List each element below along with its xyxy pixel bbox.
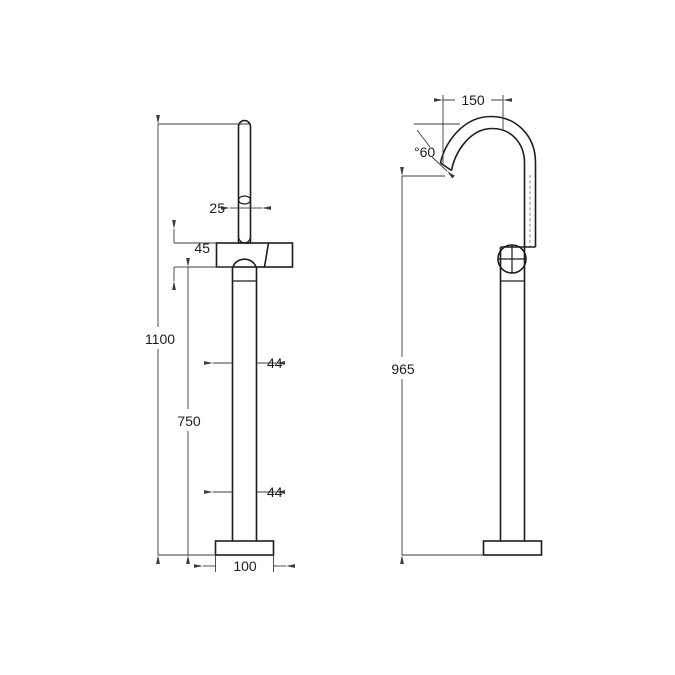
dimension-100: 100 [194,555,295,574]
leader-angle-upper [416,129,431,148]
valve-body-rect [215,242,294,268]
dimension-label-45: 45 [194,240,210,256]
gooseneck-spout [439,115,537,247]
dimension-label-150: 150 [461,92,485,108]
dimtext-bg-150 [455,89,491,109]
front-elevation-view: 1100 750 25 45 44 [140,115,295,574]
dimension-150: 150 [434,89,512,165]
riser-rod [237,119,252,244]
dimension-1100: 1100 [140,115,250,564]
dimension-label-60: °60 [414,144,435,160]
dimtext-bg-965 [386,357,420,379]
base-plate [214,540,275,556]
dimension-750: 750 [172,258,232,564]
column-dome-arc [232,258,257,268]
side-base-plate [482,540,543,556]
dimension-965: 965 [386,167,483,564]
side-main-column [482,247,543,556]
dimension-label-100: 100 [233,558,257,574]
side-valve-knob [497,244,536,274]
rod-joint-ellipse [237,195,252,205]
column-sides [231,267,258,541]
side-column-sides [499,247,526,541]
dimension-60-degrees: °60 [414,123,460,179]
lever-split-line [263,242,270,268]
side-elevation-view: 150 °60 965 [386,89,543,564]
dimtext-bg-750 [172,409,205,431]
rod-foot-arc [237,235,252,244]
dimension-label-25: 25 [209,200,225,216]
dimension-45: 45 [172,220,216,290]
dimension-label-1100: 1100 [145,331,175,347]
leader-angle-lower [431,156,455,179]
dimension-label-44-lower: 44 [267,484,283,500]
dimtext-bg-1100 [140,327,180,349]
main-column [214,267,275,556]
dimension-label-44-upper: 44 [267,355,283,371]
dimension-44-lower: 44 [204,484,285,500]
dimension-label-965: 965 [391,361,415,377]
dimension-25: 25 [209,200,271,216]
spout-outlet-face [440,162,452,172]
valve-body [215,242,294,268]
dimension-44-upper: 44 [204,355,285,371]
dimension-label-750: 750 [177,413,201,429]
